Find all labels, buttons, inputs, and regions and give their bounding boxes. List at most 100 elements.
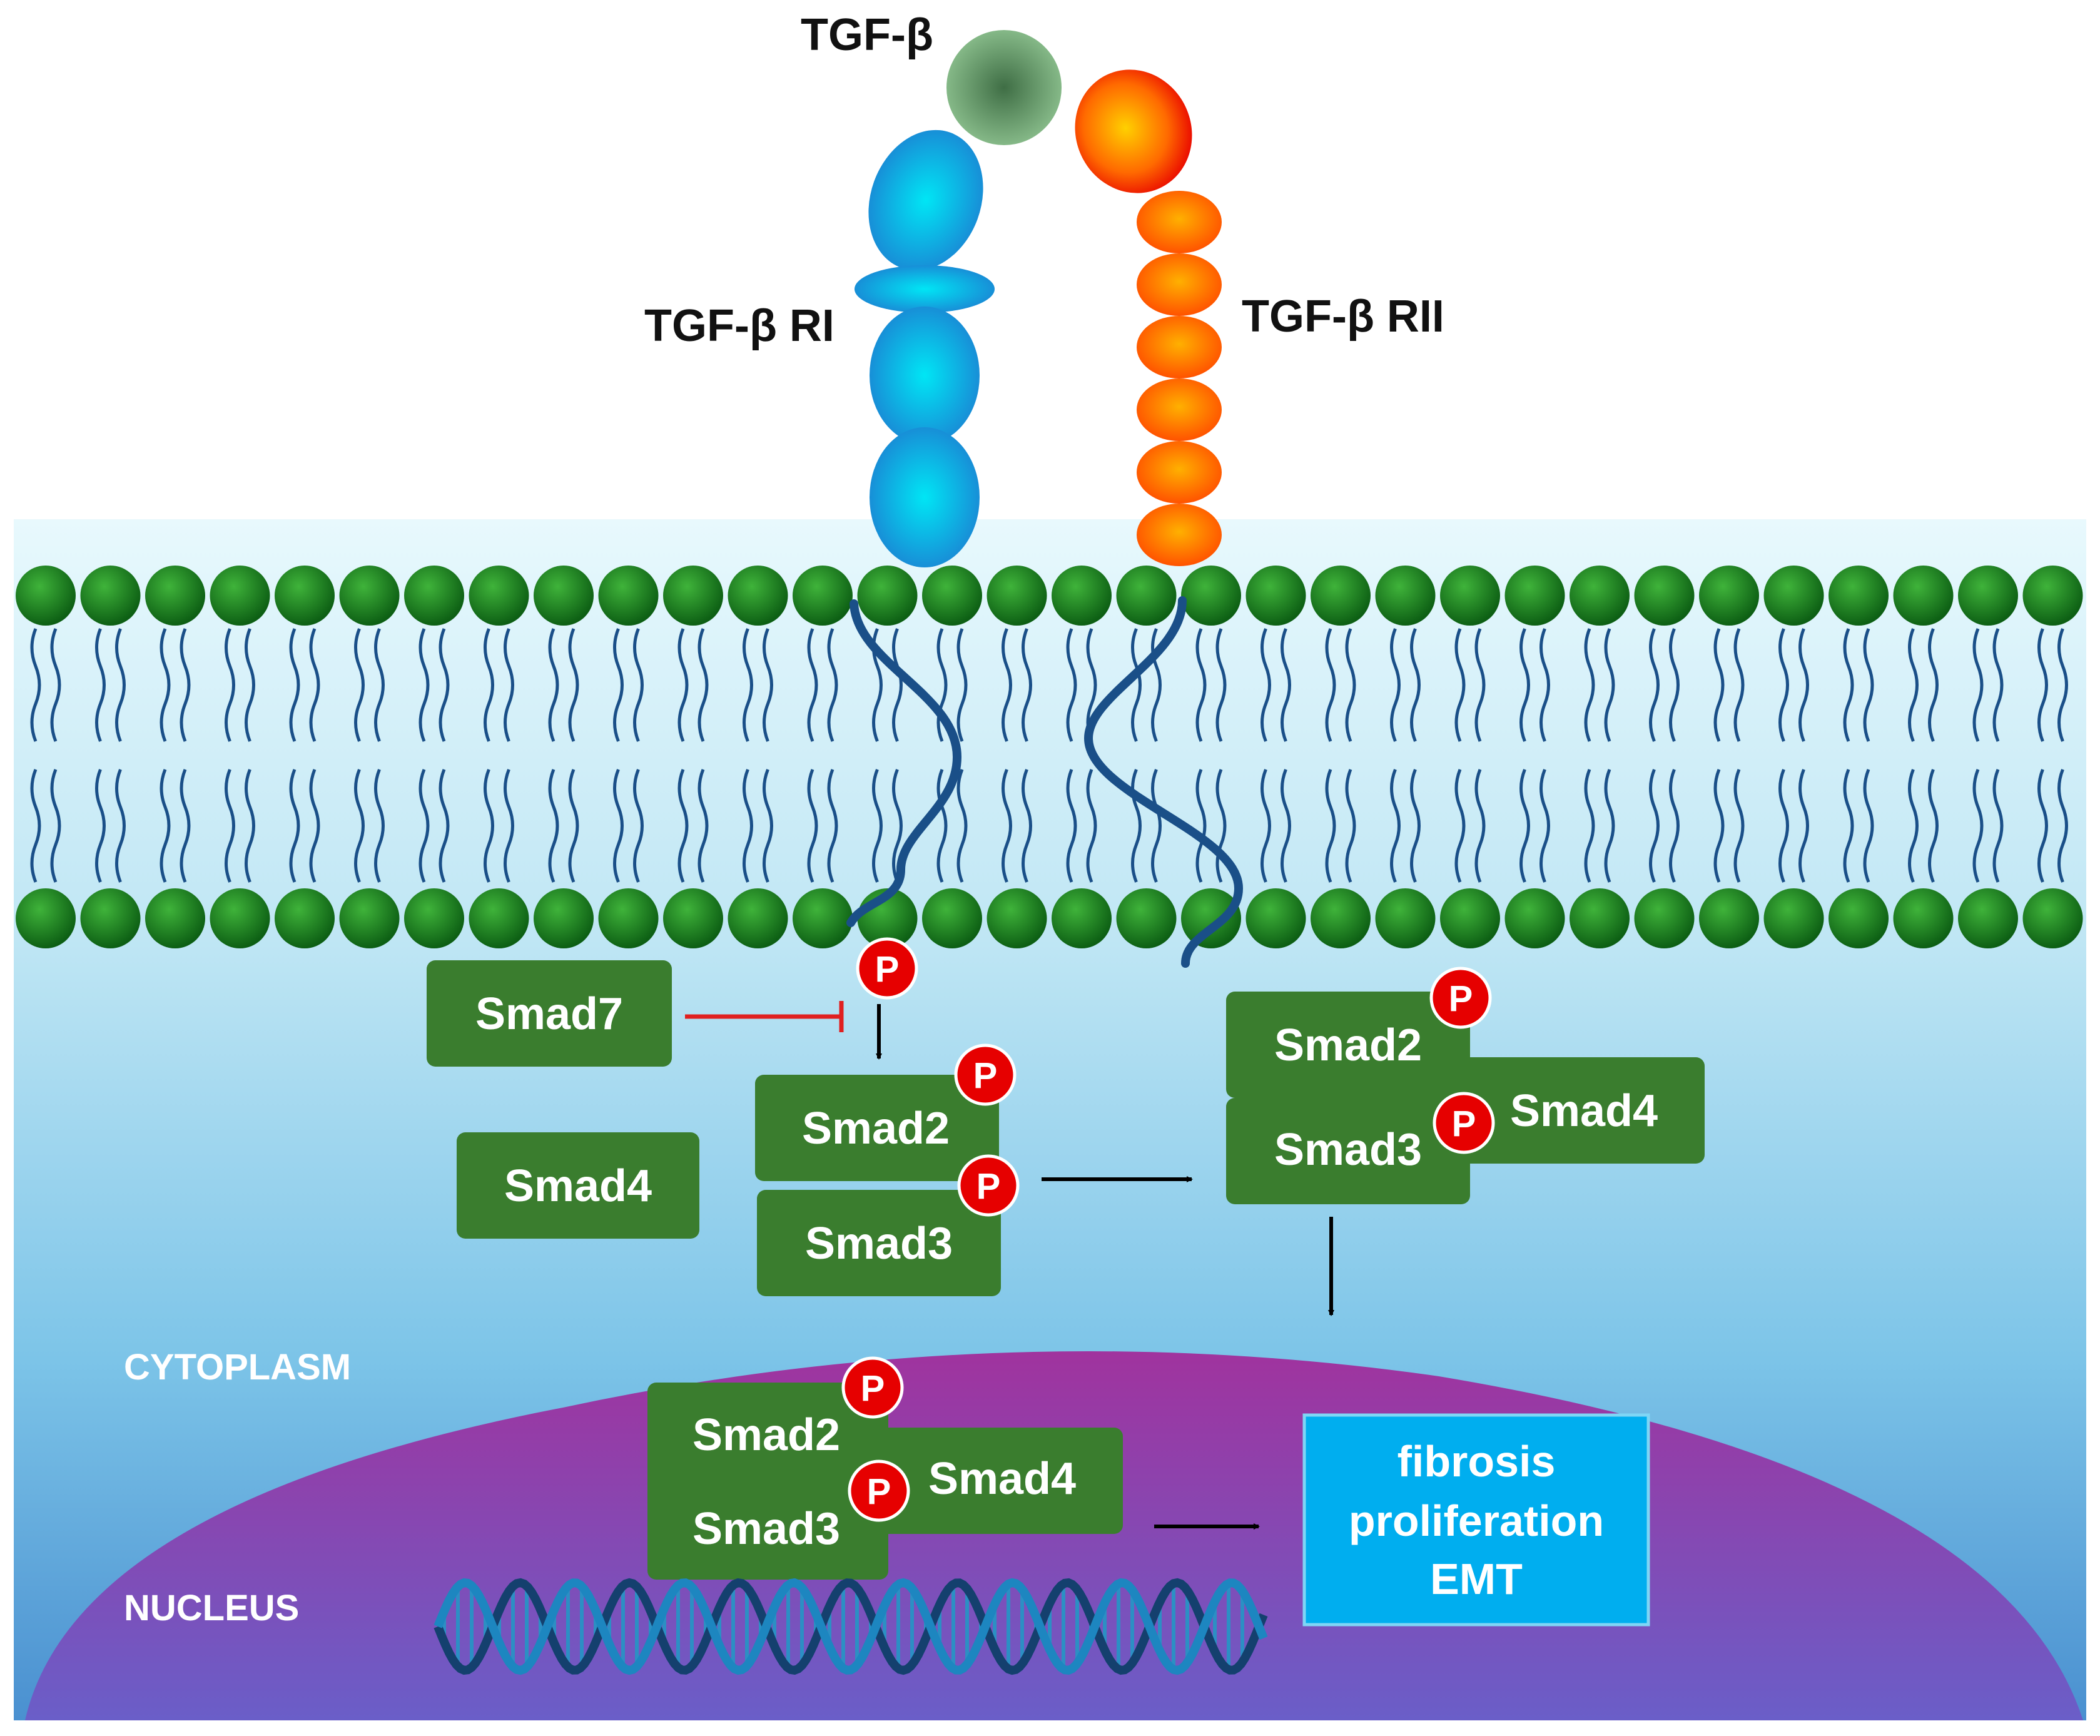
lipid-head [1763,888,1824,948]
lipid-tail [807,769,818,883]
lipid-head [1440,566,1500,626]
outcome-proliferation: proliferation [1349,1496,1604,1545]
lipid-tail [1474,769,1486,883]
lipid-head [210,888,270,948]
lipid-head [275,566,335,626]
lipid-head [663,888,723,948]
svg-text:P: P [1452,1104,1476,1144]
lipid-head [145,888,205,948]
receptor1-domain [870,427,980,567]
smad3-box-b [1226,1098,1470,1204]
lipid-tail [1454,628,1466,742]
lipid-head [1699,566,1759,626]
smad3-label-c: Smad3 [692,1504,840,1554]
lipid-tail [30,769,41,883]
receptor1-label: TGF-β RI [644,301,834,351]
ligand-label: TGF-β [801,10,933,60]
lipid-tails-inner [30,769,2068,883]
phosphate-badge: P [1433,1092,1495,1154]
lipid-tail [2037,769,2048,883]
phosphate-badge: P [1429,967,1492,1029]
lipid-tail [1863,628,1874,742]
lipid-tail [1649,769,1660,883]
lipid-tail [568,769,579,883]
outcome-fibrosis: fibrosis [1397,1437,1556,1486]
lipid-tail [613,628,624,742]
lipid-tail [1261,628,1271,742]
lipid-head [1699,888,1759,948]
smad3-label-b: Smad3 [1274,1125,1422,1175]
lipid-tail [743,769,753,883]
smad4-box-c [879,1428,1123,1534]
lipid-tail [956,769,968,883]
svg-text:P: P [973,1055,998,1096]
outcome-box [1302,1413,1650,1627]
smad2-box-c [647,1383,888,1489]
lipid-tail [1669,628,1680,742]
lipid-head [1570,566,1630,626]
lipid-tail [677,769,689,883]
dna-helix [434,1578,1268,1675]
cytoplasm-label: CYTOPLASM [124,1347,351,1388]
lipid-tail [50,628,61,742]
lipid-tail [1798,628,1809,742]
receptor2-domain [1137,253,1222,316]
lipid-tail [180,628,191,742]
lipid-head [1311,566,1371,626]
lipid-head [1375,888,1436,948]
lipid-head [339,566,400,626]
lipid-tail [892,769,903,883]
lipid-tail [1539,769,1550,883]
svg-text:P: P [976,1166,1001,1207]
lipid-tail [1649,628,1660,742]
lipid-tail [1798,769,1809,883]
lipid-tail [548,769,559,883]
smad2-box-b [1226,992,1470,1098]
lipid-tail [1281,769,1291,883]
smad3-box-a [757,1190,1001,1296]
lipid-tails-outer [30,628,2068,742]
lipid-tail [1669,769,1680,883]
lipid-head [210,566,270,626]
lipid-tail [1215,769,1227,883]
lipid-tail [1474,628,1486,742]
receptor2-domain [1137,378,1222,441]
dna-strand [434,1578,1268,1675]
lipid-tail [1733,628,1745,742]
lipid-head [1893,566,1954,626]
receptor2-label: TGF-β RII [1242,292,1444,342]
lipid-tail [439,769,450,883]
lipid-tail [1002,628,1012,742]
lipid-tail [1410,769,1421,883]
lipid-tail [289,628,300,742]
lipid-tail [374,769,385,883]
lipid-tail [1195,769,1207,883]
lipid-head [1440,888,1500,948]
lipid-heads-outer [16,566,2083,626]
lipid-head [1570,888,1630,948]
smad4-label-b: Smad4 [1510,1086,1658,1136]
lipid-tail [697,769,709,883]
smad4-label-c: Smad4 [928,1454,1076,1504]
lipid-tail [548,628,559,742]
lipid-head [987,566,1047,626]
lipid-tail [439,628,450,742]
lipid-head [275,888,335,948]
lipid-tail [1066,628,1077,742]
lipid-tail [1908,769,1919,883]
lipid-tail [1215,628,1227,742]
lipid-head [2022,888,2083,948]
lipid-tail [827,628,838,742]
lipid-head [16,566,76,626]
lipid-tail [1390,769,1401,883]
lipid-tail [633,769,644,883]
smad4-free-label: Smad4 [504,1161,652,1211]
lipid-tail [289,769,300,883]
lipid-tail [225,769,235,883]
lipid-tail [484,769,494,883]
lipid-tail [1519,769,1530,883]
smad7-box [427,960,672,1067]
lipid-head [1829,888,1889,948]
lipid-head [1504,888,1565,948]
